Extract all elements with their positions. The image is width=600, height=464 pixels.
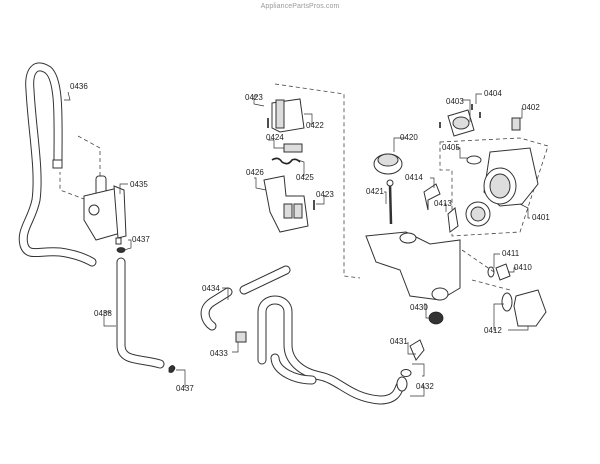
label-0423-upper: 0423 [245, 93, 263, 102]
part-0422-switch[interactable] [271, 98, 305, 133]
part-0425-wire[interactable] [271, 157, 301, 165]
label-0404: 0404 [484, 89, 502, 98]
label-0435: 0435 [130, 180, 148, 189]
label-0421: 0421 [366, 187, 384, 196]
part-0421-bolt[interactable] [386, 179, 394, 225]
part-0410-valve[interactable] [495, 263, 511, 281]
label-0425: 0425 [296, 173, 314, 182]
part-0413-valve[interactable] [447, 207, 459, 233]
part-0436-hose[interactable] [18, 62, 97, 267]
part-0402-clip[interactable] [511, 117, 521, 131]
label-0413: 0413 [434, 199, 452, 208]
part-0430-filter[interactable] [428, 311, 444, 325]
label-0420: 0420 [400, 133, 418, 142]
part-0435-pump[interactable] [83, 175, 127, 245]
part-0411-oring[interactable] [487, 266, 495, 278]
assembly-guide [439, 137, 549, 237]
label-0431: 0431 [390, 337, 408, 346]
label-0437-lower: 0437 [176, 384, 194, 393]
label-0436: 0436 [70, 82, 88, 91]
label-0411: 0411 [502, 249, 520, 258]
part-0401-heat-pump[interactable] [465, 147, 539, 227]
label-0437-upper: 0437 [132, 235, 150, 244]
watermark: AppliancePartsPros.com [260, 3, 340, 10]
label-0432: 0432 [416, 382, 434, 391]
part-0403-gasket[interactable] [447, 109, 475, 137]
part-0412-pump[interactable] [513, 289, 547, 327]
label-0426: 0426 [246, 168, 264, 177]
assembly-guide [59, 135, 101, 206]
part-0424-sensor[interactable] [283, 143, 303, 153]
part-0405-seal[interactable] [466, 155, 482, 165]
label-0424: 0424 [266, 133, 284, 142]
label-0438: 0438 [94, 309, 112, 318]
label-0422: 0422 [306, 121, 324, 130]
part-0420-cap[interactable] [373, 153, 403, 175]
part-0432-main-hose[interactable] [257, 295, 408, 405]
part-0437-clamp-upper[interactable] [116, 247, 126, 253]
label-0401: 0401 [532, 213, 550, 222]
part-0434-hose[interactable] [200, 265, 291, 331]
label-0402: 0402 [522, 103, 540, 112]
part-0433-clip[interactable] [235, 331, 247, 343]
part-0426-bracket[interactable] [263, 175, 309, 233]
part-0412-oring[interactable] [501, 292, 513, 312]
label-0430: 0430 [410, 303, 428, 312]
label-0403: 0403 [446, 97, 464, 106]
part-0437-clamp-lower[interactable] [168, 365, 176, 373]
assembly-guide [471, 279, 511, 291]
label-0423-lower: 0423 [316, 190, 334, 199]
label-0412: 0412 [484, 326, 502, 335]
label-0410: 0410 [514, 263, 532, 272]
label-0433: 0433 [210, 349, 228, 358]
part-0431-clip[interactable] [409, 339, 425, 361]
part-0404-screws[interactable] [439, 104, 481, 128]
assembly-guide [274, 83, 361, 279]
leader-lines [64, 91, 530, 397]
label-0414: 0414 [405, 173, 423, 182]
label-0405: 0405 [442, 143, 460, 152]
part-0432-seal[interactable] [400, 369, 412, 377]
part-0438-hose[interactable] [116, 257, 165, 369]
part-0414-sump[interactable] [365, 231, 461, 301]
label-0434: 0434 [202, 284, 220, 293]
